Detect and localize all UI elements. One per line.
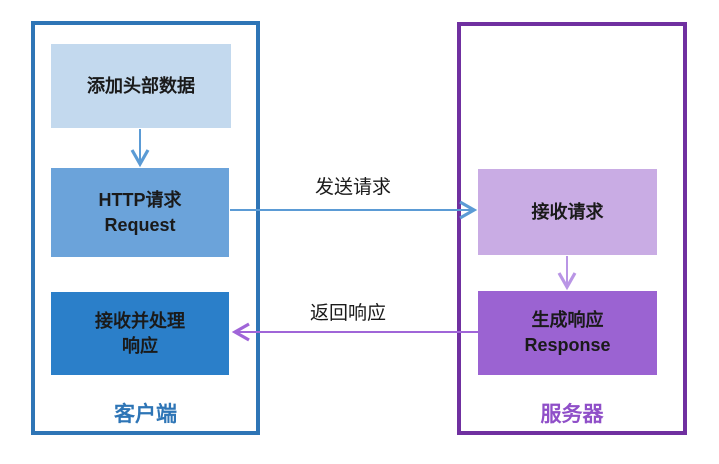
node-generate-response-label-en: Response — [524, 335, 611, 355]
client-group-label: 客户端 — [114, 403, 177, 426]
node-http-request-label-en: Request — [104, 214, 176, 235]
node-receive-process-line1: 接收并处理 — [95, 310, 185, 331]
node-add-header-data-label: 添加头部数据 — [87, 75, 195, 96]
send-request-arrow-label: 发送请求 — [314, 177, 391, 198]
node-generate-response-label-cn: 生成响应 — [531, 310, 604, 330]
node-receive-request: 接收请求 — [478, 169, 657, 255]
node-add-header-data: 添加头部数据 — [51, 44, 231, 128]
node-receive-process-response: 接收并处理 响应 — [51, 292, 229, 375]
node-http-request-label-cn: HTTP请求 — [98, 189, 182, 210]
client-group-frame — [31, 21, 260, 435]
node-generate-response: 生成响应 Response — [478, 291, 657, 375]
node-receive-process-line2: 响应 — [122, 335, 158, 356]
server-group-label: 服务器 — [540, 403, 604, 426]
node-receive-request-label: 接收请求 — [531, 201, 604, 222]
server-group-frame — [457, 22, 687, 435]
return-response-arrow-label: 返回响应 — [309, 303, 386, 324]
node-http-request: HTTP请求 Request — [51, 168, 229, 257]
